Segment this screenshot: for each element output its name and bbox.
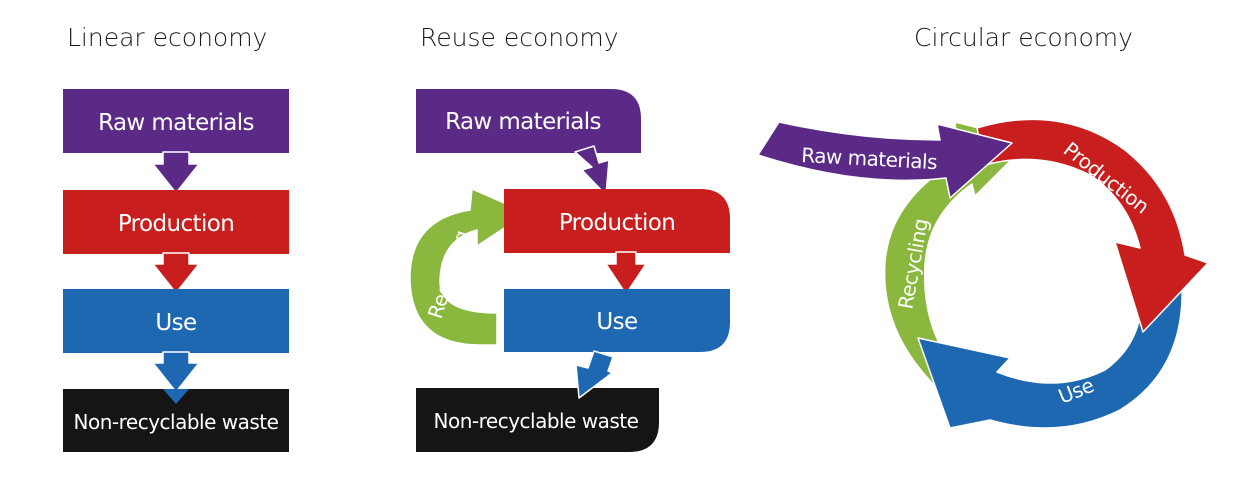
reuse-waste-label: Non-recyclable waste <box>434 409 639 433</box>
linear-raw-materials-label: Raw materials <box>98 110 254 136</box>
reuse-raw-materials-label: Raw materials <box>445 109 601 135</box>
reuse-production-label: Production <box>559 210 675 236</box>
linear-arrow-raw-to-production <box>152 151 200 194</box>
reuse-arrow-use-to-waste <box>575 350 614 399</box>
circular-raw-materials-arrow <box>757 121 1013 199</box>
reuse-use-box <box>504 289 730 352</box>
reuse-raw-materials-box <box>416 89 641 153</box>
reuse-economy: Reuse economy Raw materials Recycling Pr… <box>409 23 730 452</box>
circular-recycling-arrow <box>883 121 1031 387</box>
circular-economy: Circular economy Recycling Use Productio… <box>757 23 1209 429</box>
linear-arrow-use-to-waste <box>152 351 200 393</box>
linear-economy: Linear economy Raw materials Production … <box>63 23 289 452</box>
reuse-arrow-production-to-use <box>605 251 647 295</box>
reuse-waste-box <box>416 388 659 452</box>
linear-use-box <box>63 289 289 353</box>
reuse-use-label: Use <box>596 309 637 335</box>
linear-arrow-production-to-use <box>152 252 200 294</box>
circular-title: Circular economy <box>914 23 1133 52</box>
reuse-title: Reuse economy <box>420 23 619 52</box>
reuse-arrow-raw-to-production <box>574 145 610 196</box>
circular-use-arrow <box>917 284 1183 429</box>
reuse-production-box <box>504 189 730 253</box>
linear-production-label: Production <box>118 211 234 237</box>
linear-use-label: Use <box>155 310 196 336</box>
linear-arrow-tip <box>163 389 189 404</box>
circular-production-arrow <box>976 118 1209 333</box>
linear-title: Linear economy <box>67 23 267 52</box>
linear-production-box <box>63 190 289 254</box>
linear-raw-materials-box <box>63 89 289 153</box>
reuse-recycling-arrow <box>409 188 528 346</box>
linear-waste-label: Non-recyclable waste <box>74 410 279 434</box>
